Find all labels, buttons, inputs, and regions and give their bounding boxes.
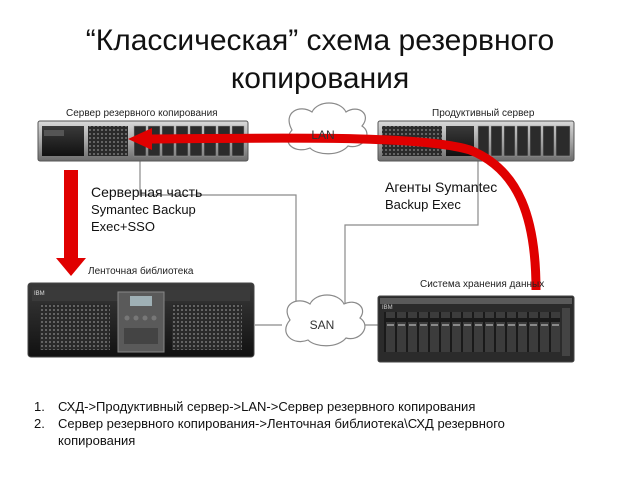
tape-library-label: Ленточная библиотека <box>88 266 194 277</box>
backup-server-label: Сервер резервного копирования <box>66 108 218 119</box>
server-side-note-line1: Серверная часть <box>91 184 203 200</box>
server-side-note-line2: Symantec Backup <box>91 202 196 217</box>
step-text: копирования <box>58 433 136 448</box>
san-label: SAN <box>310 318 335 332</box>
agents-note: Агенты Symantec Backup Exec <box>385 179 497 213</box>
agents-note-line1: Агенты Symantec <box>385 179 498 195</box>
backup-flow-arrow <box>128 128 541 291</box>
backup-flow-arrowhead <box>128 128 152 150</box>
step-item: 1. СХД->Продуктивный сервер->LAN->Сервер… <box>34 398 634 415</box>
tape-brand-text: IBM <box>34 291 45 297</box>
step-text: СХД->Продуктивный сервер->LAN->Сервер ре… <box>58 399 476 414</box>
slide-title-line2: копирования <box>230 62 410 95</box>
storage-brand-text: IBM <box>382 305 393 311</box>
tape-flow-arrow <box>56 170 86 276</box>
storage-system-label: Система хранения данных <box>420 279 545 290</box>
storage-system-icon <box>377 295 575 363</box>
san-cloud <box>285 294 366 347</box>
step-number: 1. <box>34 399 45 414</box>
step-text: Сервер резервного копирования->Ленточная… <box>58 416 505 431</box>
tape-flow-arrowhead <box>56 258 86 276</box>
tape-library-icon <box>27 282 255 358</box>
backup-server-san-link <box>139 160 297 310</box>
slide-title-line1: “Классическая” схема резервного <box>85 24 555 57</box>
lan-label: LAN <box>311 128 334 142</box>
step-item: 2. Сервер резервного копирования->Ленточ… <box>34 415 634 432</box>
step-number: 2. <box>34 416 45 431</box>
slide-title: “Классическая” схема резервного копирова… <box>0 22 640 98</box>
production-san-link <box>344 160 479 310</box>
steps-list: 1. СХД->Продуктивный сервер->LAN->Сервер… <box>34 398 634 449</box>
step-item: копирования <box>34 432 634 449</box>
server-side-note: Серверная часть Symantec Backup Exec+SSO <box>91 184 202 235</box>
production-server-label: Продуктивный сервер <box>432 108 535 119</box>
server-side-note-line3: Exec+SSO <box>91 219 155 234</box>
agents-note-line2: Backup Exec <box>385 197 461 212</box>
